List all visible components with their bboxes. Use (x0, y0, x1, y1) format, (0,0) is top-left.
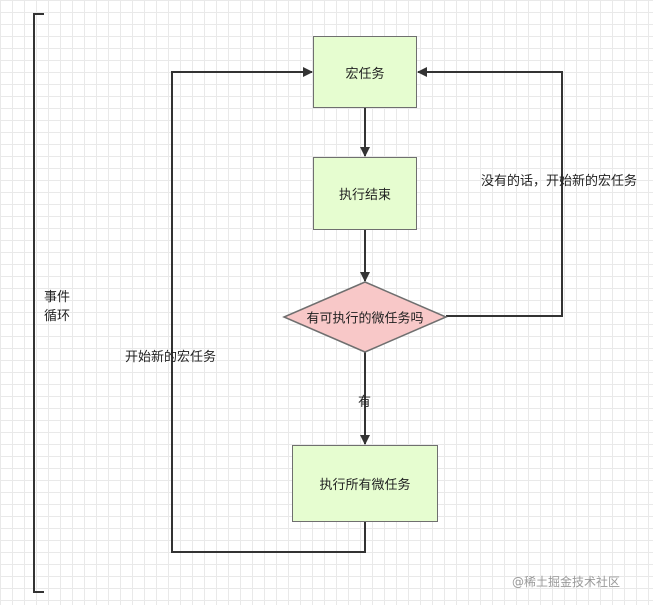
decision-label: 有可执行的微任务吗 (306, 311, 424, 327)
arrow-no-back-to-macro (417, 67, 563, 317)
node-macro-task: 宏任务 (313, 36, 417, 108)
event-loop-bracket (33, 13, 44, 593)
node-exec-end: 执行结束 (313, 157, 417, 230)
node-exec-end-label: 执行结束 (338, 188, 391, 203)
edge-label-no-micro: 没有的话，开始新的宏任务 (481, 174, 638, 189)
event-loop-label-line1: 事件 (44, 290, 71, 305)
edge-label-start-new: 开始新的宏任务 (125, 350, 217, 365)
edge-label-yes: 有 (358, 395, 372, 410)
node-macro-task-label: 宏任务 (345, 66, 385, 82)
event-loop-label: 事件 循环 (44, 288, 70, 326)
event-loop-label-line2: 循环 (44, 309, 71, 324)
decision-diamond (282, 281, 448, 353)
node-exec-all-micro: 执行所有微任务 (292, 445, 438, 522)
arrow-loop-back-to-macro (171, 67, 366, 553)
node-exec-all-micro-label: 执行所有微任务 (319, 478, 411, 493)
watermark: @稀土掘金技术社区 (512, 575, 621, 589)
